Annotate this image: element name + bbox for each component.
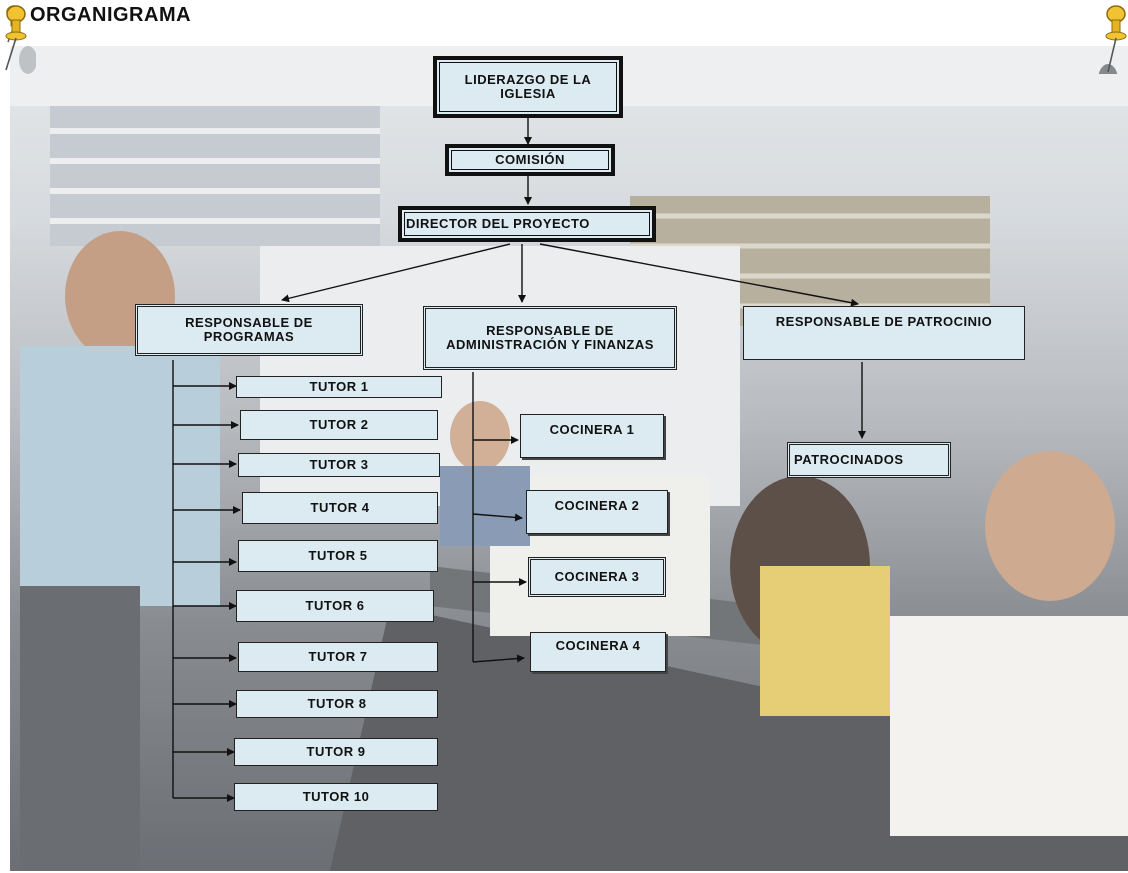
node-liderazgo: LIDERAZGO DE LA IGLESIA <box>433 56 623 118</box>
node-director: DIRECTOR DEL PROYECTO <box>398 206 656 242</box>
node-cocinera: COCINERA 4 <box>530 632 666 672</box>
node-cocinera: COCINERA 2 <box>526 490 668 534</box>
node-tutor: TUTOR 6 <box>236 590 434 622</box>
node-cocinera: COCINERA 1 <box>520 414 664 458</box>
node-responsable-patrocinio: RESPONSABLE DE PATROCINIO <box>743 306 1025 360</box>
node-responsable-administracion: RESPONSABLE DE ADMINISTRACIÓN Y FINANZAS <box>423 306 677 370</box>
pushpin-icon <box>1098 5 1127 74</box>
pushpin-icon <box>5 5 36 74</box>
node-tutor: TUTOR 4 <box>242 492 438 524</box>
node-tutor: TUTOR 10 <box>234 783 438 811</box>
page-title: ORGANIGRAMA <box>30 4 192 26</box>
node-tutor: TUTOR 2 <box>240 410 438 440</box>
node-cocinera: COCINERA 3 <box>528 557 666 597</box>
node-comision: COMISIÓN <box>445 144 615 176</box>
node-tutor: TUTOR 5 <box>238 540 438 572</box>
node-tutor: TUTOR 3 <box>238 453 440 477</box>
node-tutor: TUTOR 1 <box>236 376 442 398</box>
node-responsable-programas: RESPONSABLE DE PROGRAMAS <box>135 304 363 356</box>
node-tutor: TUTOR 7 <box>238 642 438 672</box>
node-patrocinados: PATROCINADOS <box>787 442 951 478</box>
node-tutor: TUTOR 8 <box>236 690 438 718</box>
node-tutor: TUTOR 9 <box>234 738 438 766</box>
